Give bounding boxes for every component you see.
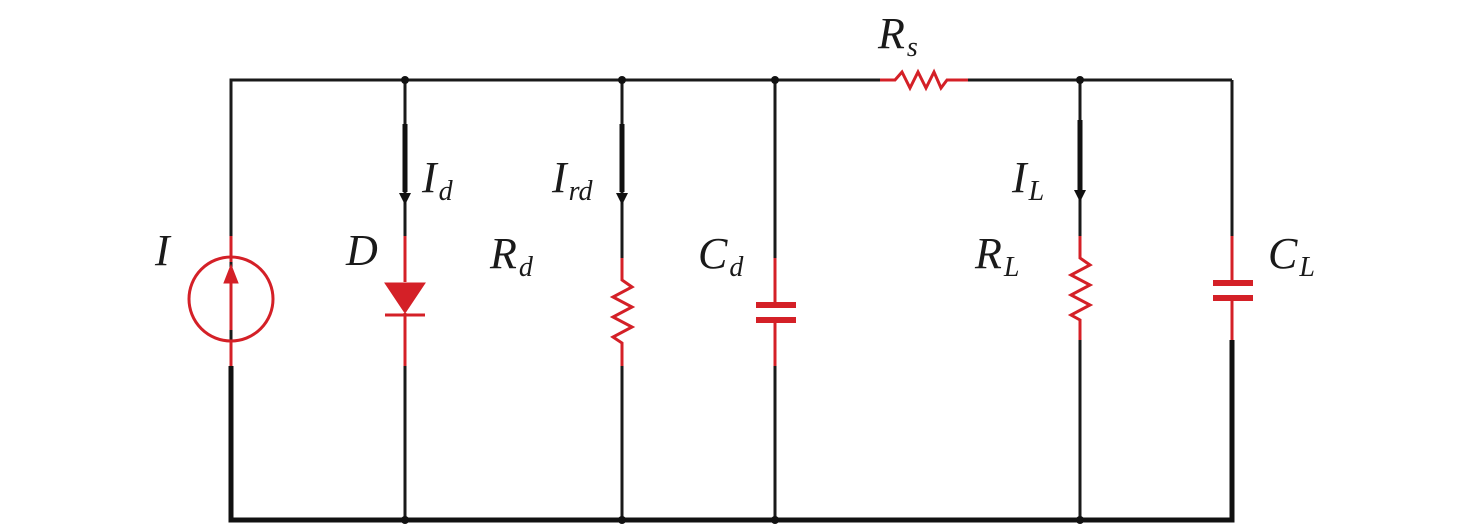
- load-capacitor-label: CL: [1268, 229, 1315, 283]
- load-resistor-branch: [1067, 80, 1094, 520]
- junction-node: [401, 76, 409, 84]
- diode-capacitor-label: Cd: [698, 229, 744, 283]
- load-current-label: IL: [1011, 153, 1044, 207]
- shunt-resistor-label: Rd: [489, 229, 534, 283]
- current-arrow-icon: [616, 193, 628, 205]
- series-resistor: [880, 68, 968, 92]
- shunt-current-label: Ird: [551, 153, 594, 207]
- junction-node: [618, 516, 626, 524]
- junction-node: [771, 76, 779, 84]
- load-capacitor-branch: [1213, 236, 1253, 340]
- junction-node: [1076, 516, 1084, 524]
- junction-nodes: [401, 76, 1084, 524]
- current-source: [187, 236, 275, 366]
- resistor-symbol: [1067, 236, 1094, 340]
- current-arrow-icon: [1074, 190, 1086, 202]
- current-arrow-icon: [399, 193, 411, 205]
- diode-symbol: [384, 282, 426, 314]
- shunt-resistor-branch: [609, 80, 636, 520]
- diode-current-label: Id: [421, 153, 454, 207]
- diode-branch: [384, 80, 426, 520]
- bottom-rail: [228, 340, 1235, 523]
- junction-node: [618, 76, 626, 84]
- diode-capacitor-branch: [756, 80, 796, 520]
- resistor-symbol: [609, 258, 636, 366]
- load-resistor-label: RL: [974, 229, 1019, 283]
- junction-node: [1076, 76, 1084, 84]
- junction-node: [771, 516, 779, 524]
- diode-label: D: [345, 226, 378, 275]
- current-source-label: I: [154, 226, 172, 275]
- arrow-up-icon: [223, 263, 239, 284]
- series-resistor-label: Rs: [877, 9, 918, 63]
- junction-node: [401, 516, 409, 524]
